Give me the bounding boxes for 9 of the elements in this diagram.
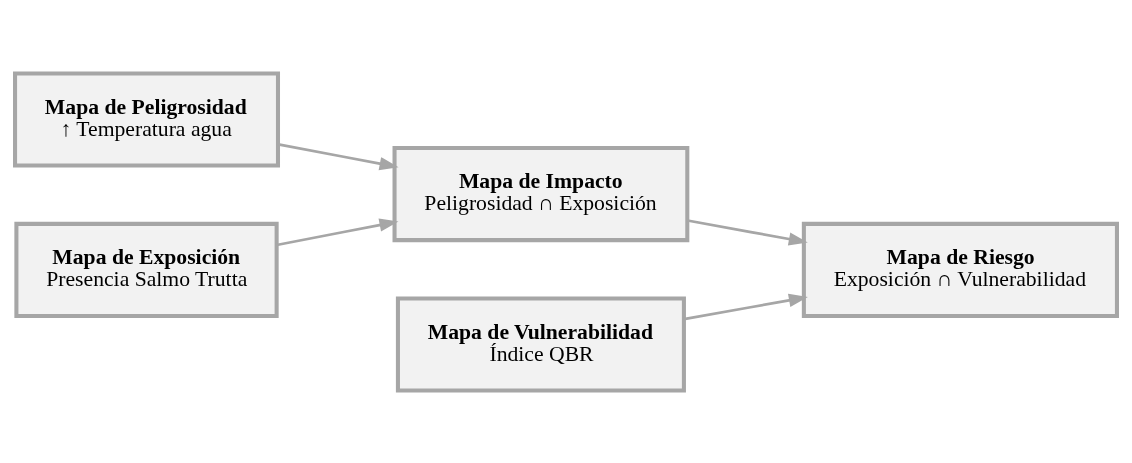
node-box: Mapa de Exposición Presencia Salmo Trutta (14, 221, 279, 318)
arrow (276, 218, 399, 246)
node-box: Mapa de Riesgo Exposición ∩ Vulnerabilidad (801, 221, 1119, 318)
arrow (687, 218, 808, 246)
arrow (683, 293, 808, 320)
node-box: Mapa de Impacto Peligrosidad ∩ Exposición (392, 145, 690, 242)
arrow (278, 142, 399, 170)
node-box: Mapa de Vulnerabilidad Índice QBR (395, 295, 686, 393)
node-box: Mapa de Peligrosidad ↑ Temperatura agua (13, 70, 280, 168)
